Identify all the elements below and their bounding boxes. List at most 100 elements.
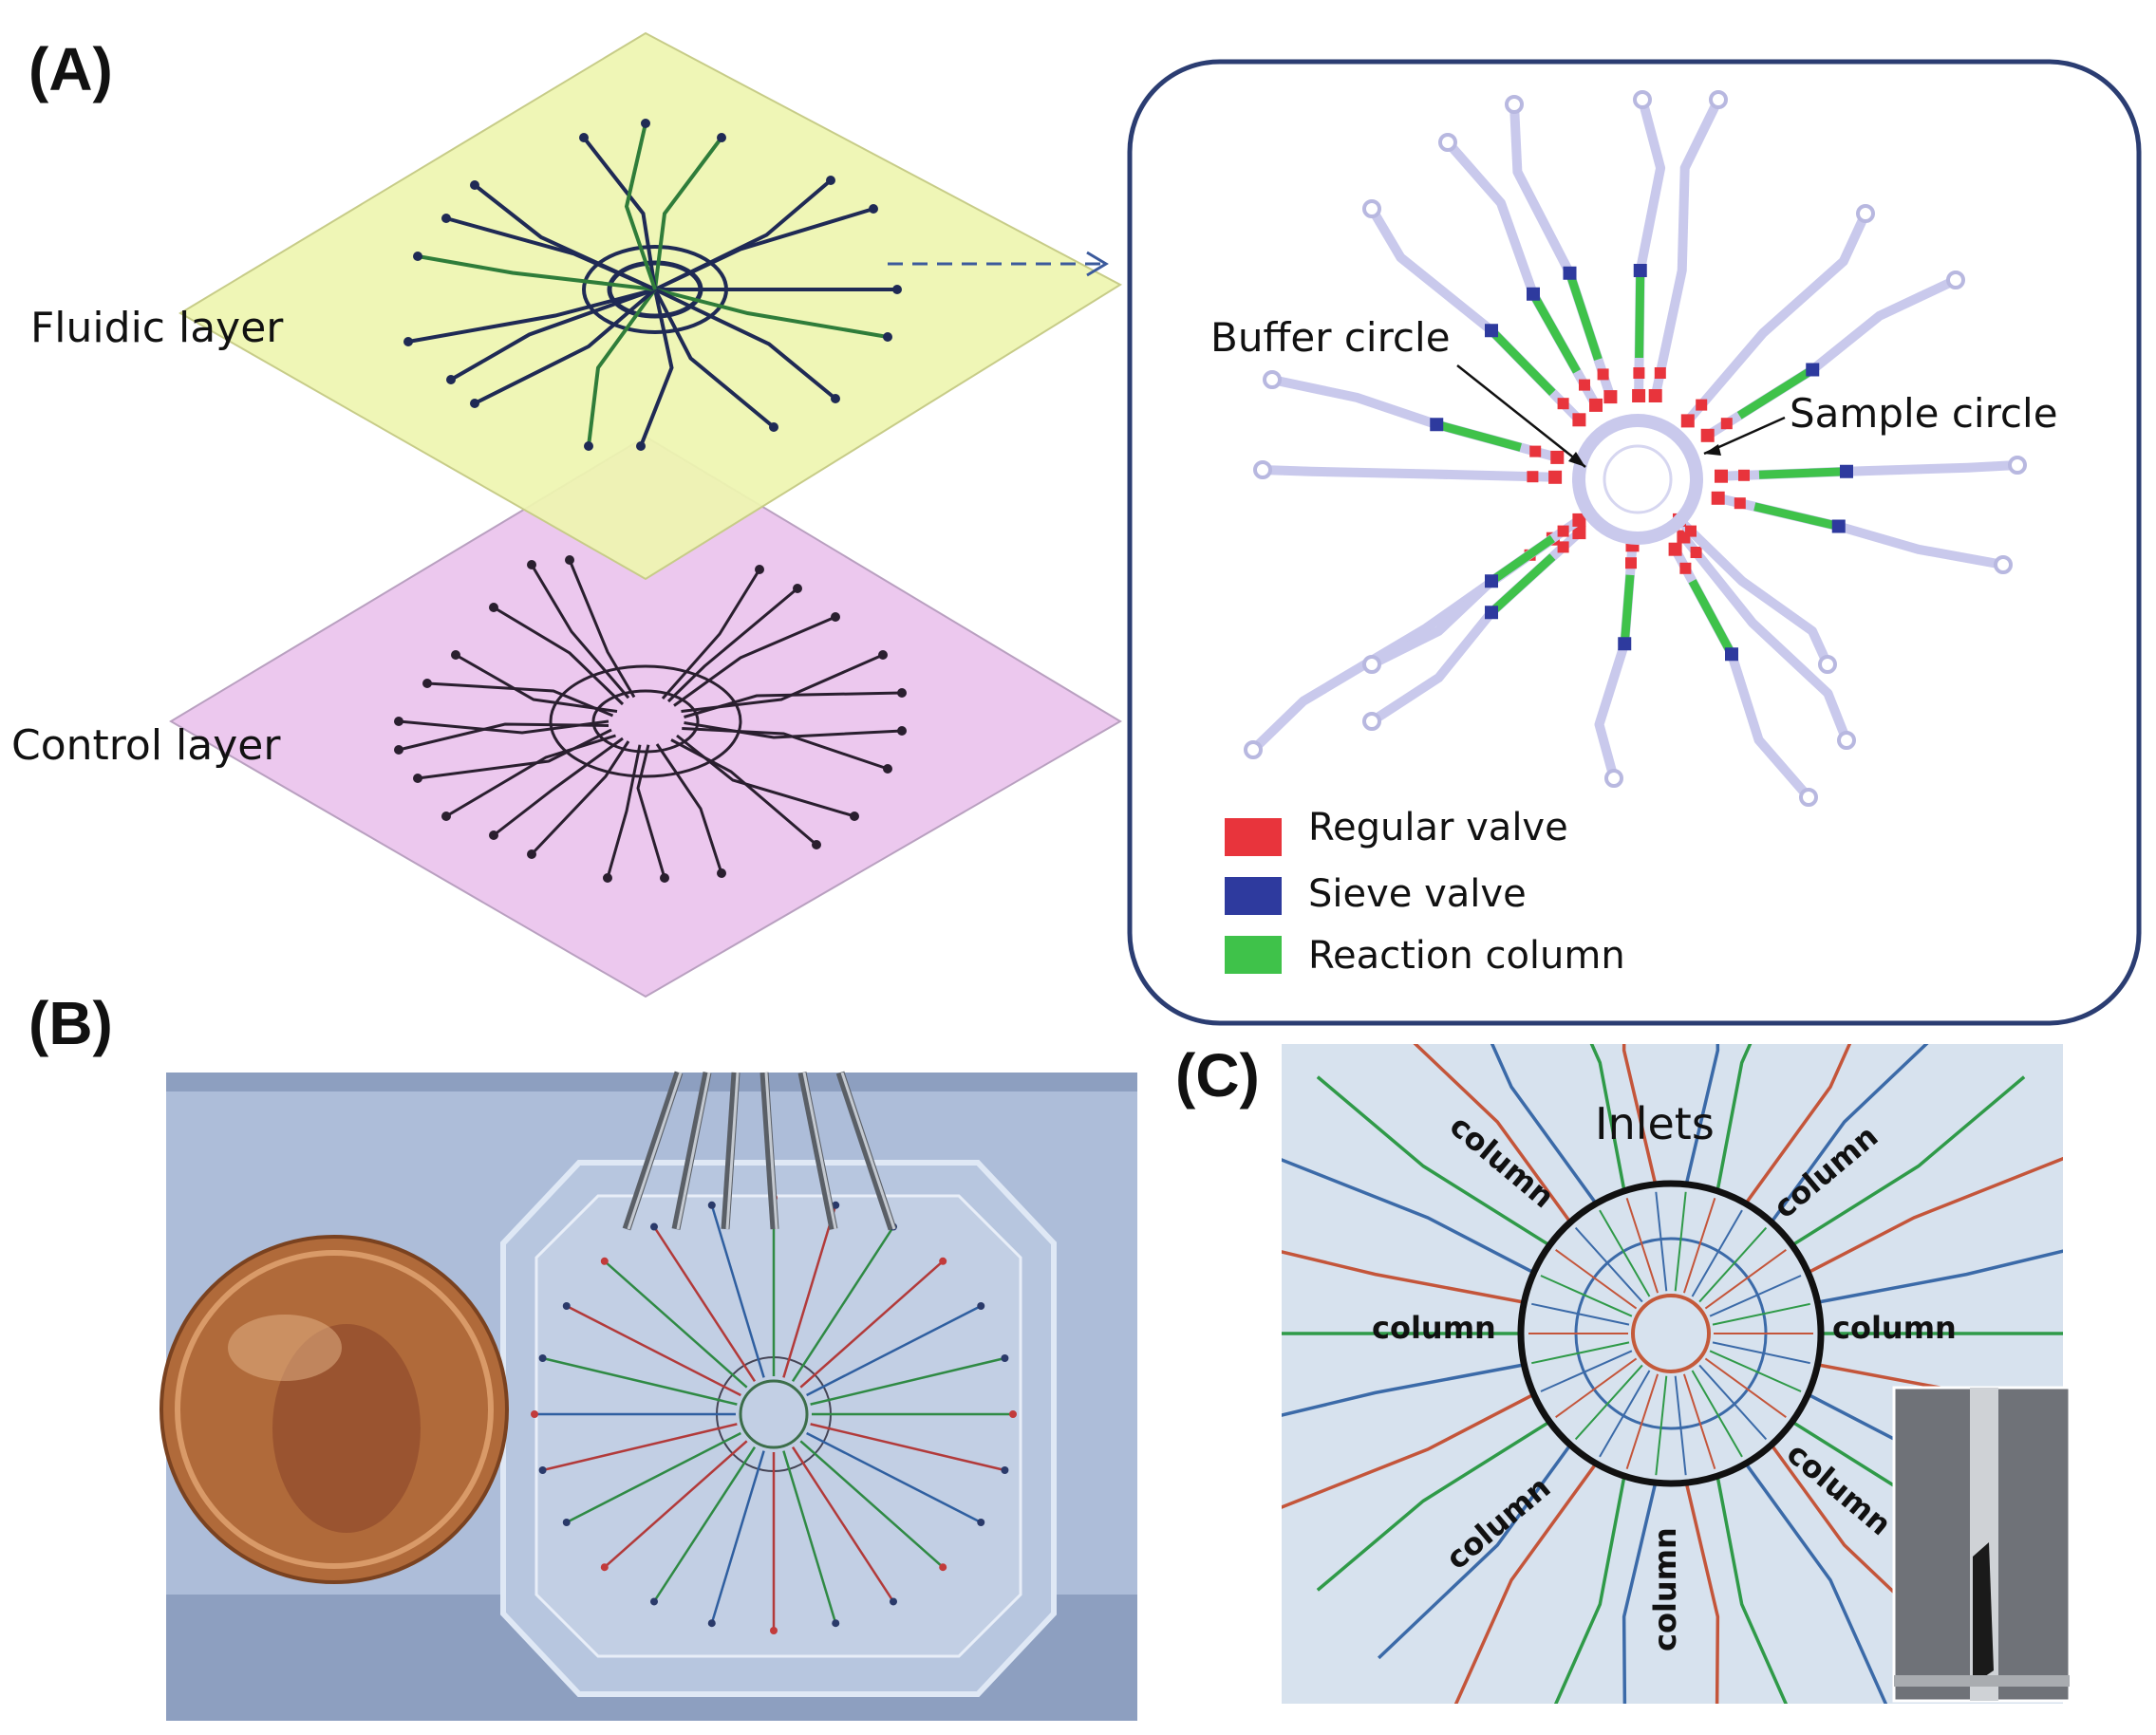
schematic-channel [1676, 516, 1832, 667]
chip-channel [782, 1450, 837, 1624]
chip-port [707, 1619, 716, 1628]
schematic-reaction-column [1620, 574, 1635, 644]
inlet-needle-highlight [840, 1072, 896, 1230]
legend-label-reaction-column: Reaction column [1308, 934, 1625, 978]
fluidic-layer-label: Fluidic layer [30, 304, 284, 352]
closeup-inner-channel [1655, 1375, 1668, 1476]
schematic-reaction-column [1489, 534, 1555, 585]
closeup-channel [1685, 1483, 1720, 1704]
schematic-regular-valve [1572, 513, 1586, 527]
column-label-bottom-center: column [1647, 1527, 1683, 1651]
schematic-channel [1262, 465, 1556, 482]
chip-channel [603, 1440, 748, 1569]
legend-label-regular-valve: Regular valve [1308, 806, 1568, 849]
schematic-regular-valve [1696, 399, 1708, 411]
closeup-inner-channel [1655, 1191, 1668, 1292]
schematic-regular-valve [1557, 398, 1569, 410]
fluidic-channel [473, 183, 656, 291]
schematic-channel [1679, 533, 1851, 742]
closeup-inner-channel [1682, 1373, 1716, 1469]
closeup-channel [1282, 1250, 1523, 1304]
control-channel [636, 744, 666, 879]
control-channel [530, 740, 630, 856]
schematic-port [1604, 769, 1623, 788]
panel-c-label: (C) [1175, 1041, 1260, 1110]
chip-port [1009, 1410, 1017, 1418]
schematic-regular-valve [1557, 525, 1569, 537]
chip-port [890, 1597, 897, 1606]
column-label-left: column [1372, 1310, 1496, 1346]
closeup-inner-channel [1625, 1373, 1659, 1469]
pdms-chip-inner [534, 1194, 1022, 1658]
chip-channel [542, 1356, 738, 1406]
chip-port [977, 1519, 985, 1526]
closeup-channel [1413, 1044, 1571, 1222]
closeup-inner-channel [1574, 1226, 1643, 1303]
control-port [489, 603, 498, 612]
buffer-circle-pointer [1456, 364, 1586, 468]
control-channel [670, 738, 817, 847]
control-channel [684, 721, 903, 739]
control-channel [493, 737, 624, 837]
control-port [878, 650, 888, 660]
closeup-channel [1453, 1464, 1597, 1704]
schematic-reaction-column [1758, 467, 1847, 479]
inset-packed-column [1973, 1542, 1994, 1685]
zoom-arrow-head [1086, 251, 1109, 277]
control-port [883, 764, 892, 774]
chip-channel [710, 1204, 765, 1378]
closeup-inner-channel [1674, 1375, 1687, 1476]
control-channel [682, 727, 889, 771]
fluidic-layer-plane [178, 31, 1123, 581]
schematic-regular-valve [1572, 526, 1586, 540]
closeup-channel [1715, 1044, 1753, 1190]
control-port [451, 650, 460, 660]
closeup-channel [1490, 1044, 1597, 1203]
schematic-port [1799, 788, 1818, 807]
schematic-port [1253, 460, 1272, 479]
fluidic-channel [654, 288, 837, 401]
control-port [755, 565, 764, 574]
inlet-needle-highlight [676, 1072, 711, 1230]
closeup-inner-channel [1574, 1364, 1643, 1441]
schematic-regular-valve [1700, 428, 1715, 442]
control-port [812, 840, 821, 849]
schematic-port [1818, 655, 1837, 674]
schematic-regular-valve [1632, 389, 1646, 402]
schematic-sieve-valve [1527, 287, 1540, 301]
closeup-channel [1377, 1445, 1571, 1660]
chip-photo [159, 1071, 1137, 1721]
schematic-regular-valve [1625, 557, 1637, 569]
schematic-regular-valve [1589, 398, 1603, 412]
chip-channel [542, 1423, 738, 1472]
fluidic-port [826, 176, 835, 185]
closeup-inner-channel [1698, 1226, 1768, 1303]
column-label-right: column [1832, 1310, 1957, 1346]
closeup-channel [1622, 1044, 1657, 1184]
chip-channel [652, 1446, 757, 1603]
control-port [850, 812, 859, 821]
schematic-sieve-valve [1725, 647, 1738, 662]
schematic-sieve-valve [1485, 606, 1498, 620]
closeup-inner-channel [1599, 1370, 1651, 1458]
schematic-port [2008, 456, 2027, 475]
schematic-regular-valve [1679, 562, 1692, 574]
panel-a-label: (A) [28, 35, 113, 103]
closeup-channel [1819, 1249, 2063, 1304]
sample-circle-channel [1572, 414, 1703, 545]
schematic-regular-valve [1734, 497, 1746, 510]
inlets-circle [1517, 1180, 1825, 1487]
control-port [565, 555, 574, 565]
closeup-inner-channel [1540, 1275, 1633, 1317]
penny-highlight [228, 1315, 342, 1381]
schematic-regular-valve [1633, 367, 1645, 379]
fluidic-port [892, 285, 902, 294]
schematic-reaction-column [1688, 579, 1735, 657]
control-outer-ring [549, 664, 742, 778]
inlet-needle [622, 1071, 684, 1231]
fluidic-port [441, 214, 451, 223]
chip-closeup-photo: Inlets column column column column colum… [1282, 1044, 2072, 1704]
schematic-regular-valve [1529, 445, 1542, 457]
chip-port [650, 1222, 658, 1231]
closeup-channel [1589, 1044, 1626, 1190]
